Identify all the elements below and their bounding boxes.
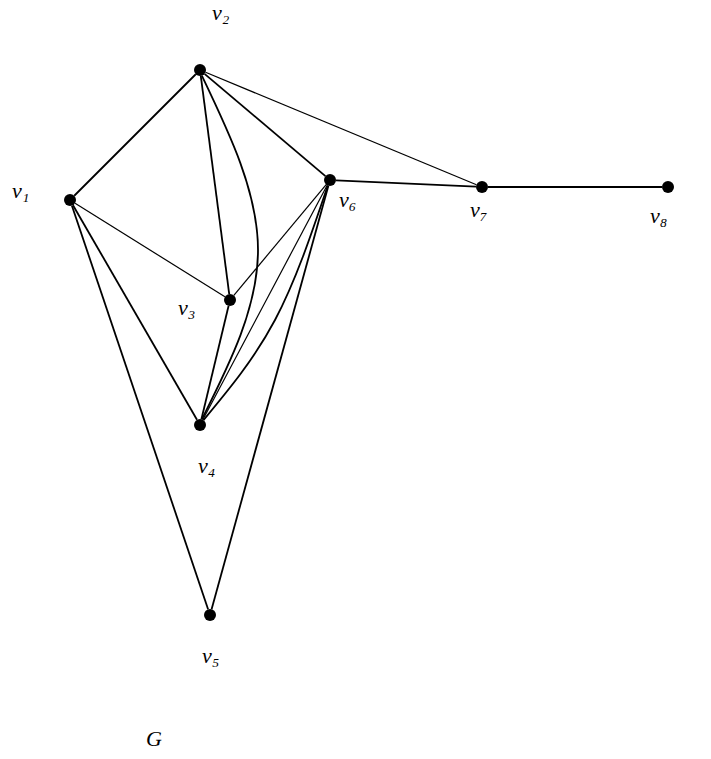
graph-name: G (146, 728, 162, 750)
graph-vertex: v₇ (476, 181, 488, 193)
graph-edge (201, 306, 228, 419)
graph-edge (203, 185, 327, 419)
vertex-label: v₂ (212, 2, 229, 24)
graph-edge (72, 206, 208, 610)
vertex-label: v₆ (339, 189, 356, 211)
graph-vertex: v₆ (324, 174, 336, 186)
vertex-label: v₅ (202, 645, 219, 667)
vertex-label: v₇ (470, 199, 487, 221)
graph-vertex: v₅ (204, 609, 216, 621)
graph-vertex: v₂ (194, 64, 206, 76)
graph-vertex: v₈ (662, 181, 674, 193)
graph-edge (234, 185, 326, 296)
graph-edge (205, 74, 326, 176)
graph-vertex: v₄ (194, 419, 206, 431)
graph-vertex: v₃ (224, 294, 236, 306)
graph-vertex: v₁ (64, 194, 76, 206)
vertex-label: v₁ (12, 180, 29, 202)
graph-edge (73, 205, 197, 420)
graph-edge (206, 72, 477, 184)
graph-edge (488, 186, 662, 188)
vertex-label: v₃ (178, 297, 195, 319)
graph-edge (212, 186, 329, 609)
graph-edge (201, 76, 229, 294)
vertex-label: v₈ (650, 205, 667, 227)
graph-edge (74, 74, 196, 196)
vertex-label: v₄ (198, 455, 215, 477)
graph-edge (203, 186, 327, 421)
graph-edge (336, 180, 476, 186)
